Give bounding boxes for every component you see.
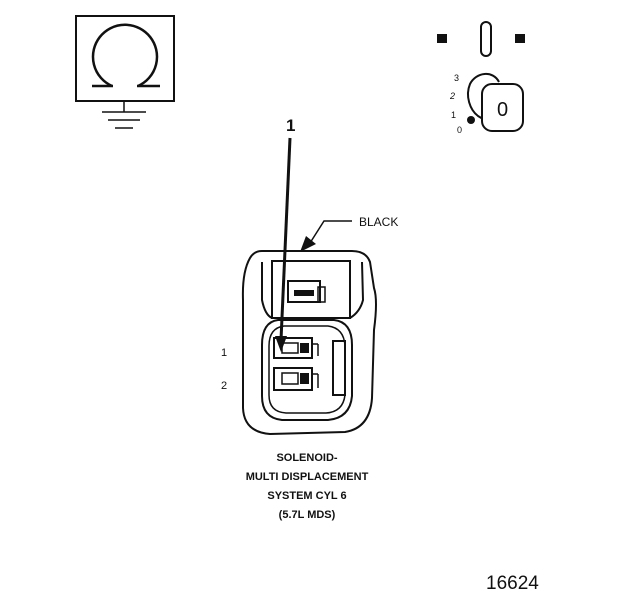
ohmmeter-box xyxy=(75,15,175,102)
callout-arrow xyxy=(279,137,292,341)
terminal-2 xyxy=(273,367,319,391)
callout-arrowhead xyxy=(275,336,287,352)
caption-line-1: SOLENOID- xyxy=(276,452,337,464)
color-label-leader xyxy=(309,220,352,244)
callout-number: 1 xyxy=(286,116,295,135)
key-position-3: 3 xyxy=(454,73,459,83)
connector-caption: SOLENOID- MULTI DISPLACEMENT SYSTEM CYL … xyxy=(246,452,369,521)
key-position-1: 1 xyxy=(451,110,456,120)
key-head xyxy=(481,83,524,132)
ignition-key-switch-icon: 0 3 2 1 0 xyxy=(437,21,525,135)
ohmmeter-icon xyxy=(91,23,159,88)
ground-symbol-icon xyxy=(102,101,146,129)
terminal-1 xyxy=(273,337,319,359)
caption-line-2: MULTI DISPLACEMENT xyxy=(246,471,369,483)
caption-line-4: (5.7L MDS) xyxy=(279,509,336,521)
caption-line-3: SYSTEM CYL 6 xyxy=(267,490,346,502)
key-position-0: 0 xyxy=(457,125,462,135)
key-position-2: 2 xyxy=(449,91,455,101)
pin-label-2: 2 xyxy=(221,380,227,392)
latch-tab xyxy=(287,280,321,303)
connector-side-key xyxy=(332,340,346,396)
pin-label-1: 1 xyxy=(221,347,227,359)
ignition-slot xyxy=(480,21,492,57)
connector-body xyxy=(241,250,377,436)
ignition-indicator-right xyxy=(515,34,525,43)
ohmmeter-symbol xyxy=(75,15,175,129)
key-label: 0 xyxy=(497,99,508,121)
ignition-indicator-left xyxy=(437,34,447,43)
color-label-arrowhead xyxy=(300,236,316,252)
connector-cavity xyxy=(261,319,353,421)
key-position-dot xyxy=(467,116,475,124)
connector-outer-shell xyxy=(241,250,377,436)
color-label: BLACK xyxy=(359,215,398,229)
figure-id: 16624 xyxy=(486,573,539,594)
